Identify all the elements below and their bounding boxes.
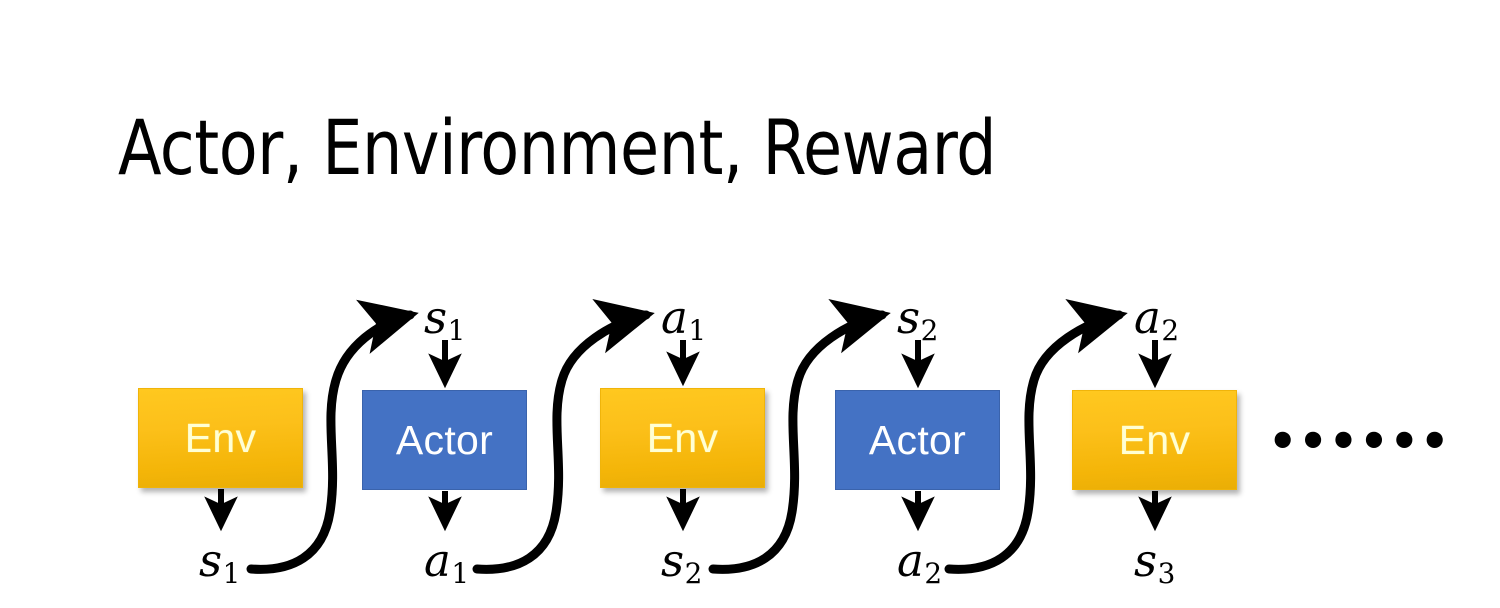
node-label: Env — [184, 414, 257, 461]
symbol-subscript: 2 — [920, 314, 939, 348]
symbol-base: s — [424, 291, 448, 344]
symbol-base: s — [199, 534, 223, 587]
symbol-subscript: 2 — [1161, 314, 1180, 348]
node-label: Actor — [868, 416, 967, 463]
symbol-base: s — [661, 534, 685, 587]
node-env-2[interactable]: Env — [600, 388, 765, 488]
bottom-label-s1: s1 — [199, 538, 240, 588]
symbol-subscript: 1 — [688, 314, 707, 348]
symbol-subscript: 2 — [924, 557, 943, 591]
node-env-1[interactable]: Env — [138, 388, 303, 488]
node-label: Actor — [395, 416, 494, 463]
symbol-base: a — [897, 534, 924, 587]
symbol-base: a — [424, 534, 451, 587]
symbol-base: a — [1134, 291, 1161, 344]
top-label-a2: a2 — [1134, 295, 1179, 345]
symbol-subscript: 1 — [447, 314, 466, 348]
top-label-s1: s1 — [424, 295, 465, 345]
label-to-box-arrows — [428, 340, 1172, 389]
box-to-label-arrows — [204, 489, 1172, 532]
bottom-label-s3: s3 — [1134, 538, 1175, 588]
top-label-s2: s2 — [897, 295, 938, 345]
node-actor-2[interactable]: Actor — [835, 390, 1000, 490]
symbol-subscript: 3 — [1157, 557, 1176, 591]
symbol-subscript: 2 — [684, 557, 703, 591]
node-env-3[interactable]: Env — [1072, 390, 1237, 490]
symbol-base: s — [897, 291, 921, 344]
node-actor-1[interactable]: Actor — [362, 390, 527, 490]
symbol-base: a — [661, 291, 688, 344]
symbol-subscript: 1 — [451, 557, 470, 591]
continuation-ellipsis: •••••• — [1268, 414, 1451, 468]
node-label: Env — [1118, 416, 1191, 463]
page-title: Actor, Environment, Reward — [118, 103, 997, 192]
node-label: Env — [646, 414, 719, 461]
bottom-label-a2: a2 — [897, 538, 942, 588]
symbol-base: s — [1134, 534, 1158, 587]
bottom-label-a1: a1 — [424, 538, 469, 588]
symbol-subscript: 1 — [222, 557, 241, 591]
bottom-label-s2: s2 — [661, 538, 702, 588]
top-label-a1: a1 — [661, 295, 706, 345]
